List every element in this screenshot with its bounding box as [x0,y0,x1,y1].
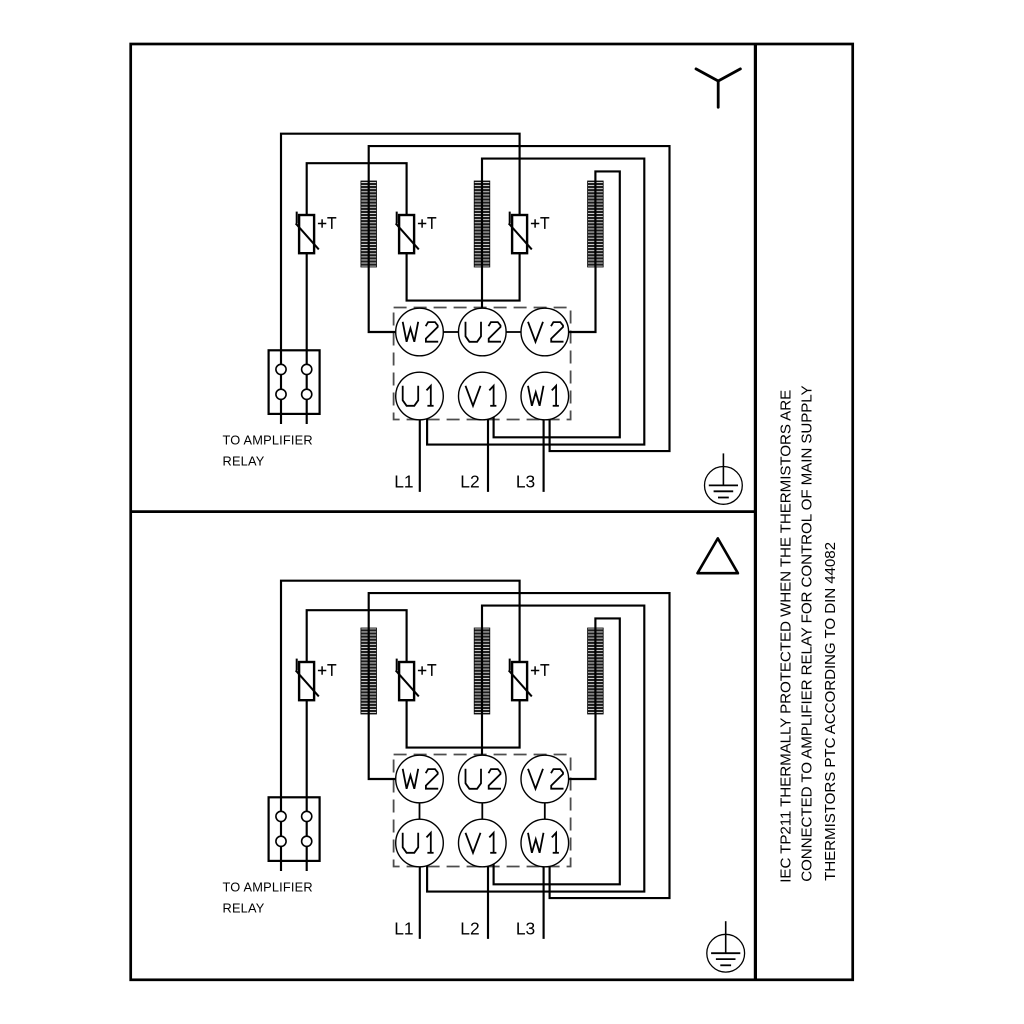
svg-text:TO AMPLIFIER: TO AMPLIFIER [223,880,313,895]
svg-text:TO AMPLIFIER: TO AMPLIFIER [223,433,313,448]
svg-text:IEC TP211 THERMALLY PROTECTED: IEC TP211 THERMALLY PROTECTED WHEN THE T… [778,390,795,883]
svg-text:L2: L2 [460,471,479,491]
svg-text:L3: L3 [516,918,535,938]
svg-text:RELAY: RELAY [223,900,265,915]
svg-text:L2: L2 [460,918,479,938]
svg-text:L1: L1 [394,471,413,491]
svg-text:RELAY: RELAY [223,453,265,468]
svg-text:L1: L1 [394,918,413,938]
svg-text:L3: L3 [516,471,535,491]
svg-text:CONNECTED TO AMPLIFIER RELAY F: CONNECTED TO AMPLIFIER RELAY FOR CONTROL… [799,385,816,881]
svg-text:THERMISTORS PTC ACCORDING TO D: THERMISTORS PTC ACCORDING TO DIN 44082 [822,542,839,881]
